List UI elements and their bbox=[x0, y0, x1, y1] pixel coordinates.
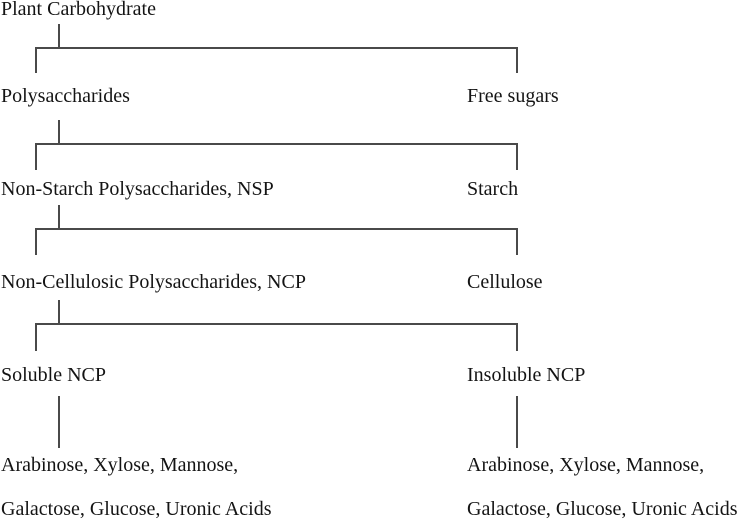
connector-level3-right-drop bbox=[516, 228, 518, 255]
connector-level4-stem bbox=[58, 300, 60, 324]
node-starch: Starch bbox=[467, 178, 519, 200]
node-plant-carbohydrate: Plant Carbohydrate bbox=[1, 0, 156, 20]
connector-soluble-stem bbox=[58, 396, 60, 448]
node-free-sugars: Free sugars bbox=[467, 85, 559, 107]
connector-level1-stem bbox=[58, 24, 60, 48]
connector-level4-left-drop bbox=[35, 323, 37, 351]
connector-level2-hbar bbox=[35, 143, 518, 145]
node-insoluble-ncp: Insoluble NCP bbox=[467, 364, 586, 386]
connector-level3-hbar bbox=[35, 228, 518, 230]
node-insoluble-sugars-line1: Arabinose, Xylose, Mannose, bbox=[467, 454, 705, 476]
node-soluble-ncp: Soluble NCP bbox=[1, 364, 107, 386]
connector-level1-left-drop bbox=[35, 47, 37, 73]
node-insoluble-sugars-line2: Galactose, Glucose, Uronic Acids bbox=[467, 498, 738, 520]
connector-level4-hbar bbox=[35, 323, 518, 325]
node-soluble-sugars-line2: Galactose, Glucose, Uronic Acids bbox=[1, 498, 272, 520]
connector-level1-hbar bbox=[35, 47, 518, 49]
node-soluble-sugars-line1: Arabinose, Xylose, Mannose, bbox=[1, 454, 239, 476]
node-non-starch-polysaccharides: Non-Starch Polysaccharides, NSP bbox=[1, 178, 274, 200]
node-non-cellulosic-polysaccharides: Non-Cellulosic Polysaccharides, NCP bbox=[1, 271, 306, 293]
connector-level3-left-drop bbox=[35, 228, 37, 255]
connector-level2-right-drop bbox=[516, 143, 518, 170]
connector-level1-right-drop bbox=[516, 47, 518, 73]
connector-level2-stem bbox=[58, 120, 60, 144]
node-polysaccharides: Polysaccharides bbox=[1, 85, 130, 107]
connector-level2-left-drop bbox=[35, 143, 37, 170]
node-cellulose: Cellulose bbox=[467, 271, 543, 293]
connector-level4-right-drop bbox=[516, 323, 518, 351]
connector-level3-stem bbox=[58, 205, 60, 229]
connector-insoluble-stem bbox=[516, 396, 518, 448]
